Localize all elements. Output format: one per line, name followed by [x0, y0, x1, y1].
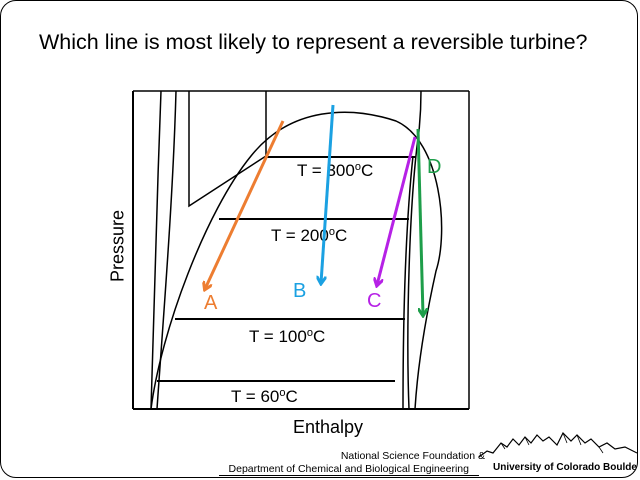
isotherm-boundary	[188, 91, 267, 208]
arrow-a	[205, 120, 285, 289]
mountain-logo-icon	[479, 431, 637, 458]
isotherm-300-degree: o	[355, 161, 361, 173]
vapor-line-2	[402, 155, 414, 410]
isotherm-300-value: T = 300	[297, 161, 355, 180]
isotherm-200-degree: o	[329, 226, 335, 238]
footer-department: Department of Chemical and Biological En…	[228, 463, 469, 475]
isotherm-100-unit: C	[313, 327, 325, 346]
question-text: Which line is most likely to represent a…	[39, 30, 588, 54]
vapor-line	[407, 90, 422, 410]
arrow-label-c: C	[367, 290, 381, 312]
isotherm-label-300: T = 300oC	[297, 161, 373, 180]
isotherm-label-200: T = 200oC	[271, 226, 347, 245]
isotherm-60-value: T = 60	[231, 387, 279, 406]
x-axis-label: Enthalpy	[293, 417, 364, 437]
footer-divider	[219, 475, 479, 476]
isotherm-60-degree: o	[279, 387, 285, 399]
university-name: University of Colorado Boulder	[493, 462, 638, 473]
isotherm-100-value: T = 100	[249, 327, 307, 346]
isotherm-300-unit: C	[361, 161, 373, 180]
footer-sponsor: National Science Foundation &	[340, 450, 485, 462]
arrow-d	[416, 128, 423, 315]
arrow-label-a: A	[204, 292, 218, 314]
liquid-line-2	[156, 90, 177, 410]
y-axis-label: Pressure	[107, 209, 128, 283]
isotherm-60-unit: C	[286, 387, 298, 406]
saturation-dome	[150, 111, 443, 410]
arrow-label-d: D	[427, 156, 441, 178]
arrow-b	[321, 104, 335, 283]
isotherm-200-unit: C	[335, 226, 347, 245]
isotherm-200-value: T = 200	[271, 226, 329, 245]
isotherm-100-degree: o	[307, 327, 313, 339]
isotherm-label-100: T = 100oC	[249, 327, 325, 346]
isotherm-label-60: T = 60oC	[231, 387, 298, 406]
arrow-c	[377, 136, 417, 285]
liquid-line-1	[150, 90, 162, 410]
arrow-label-b: B	[293, 280, 306, 302]
